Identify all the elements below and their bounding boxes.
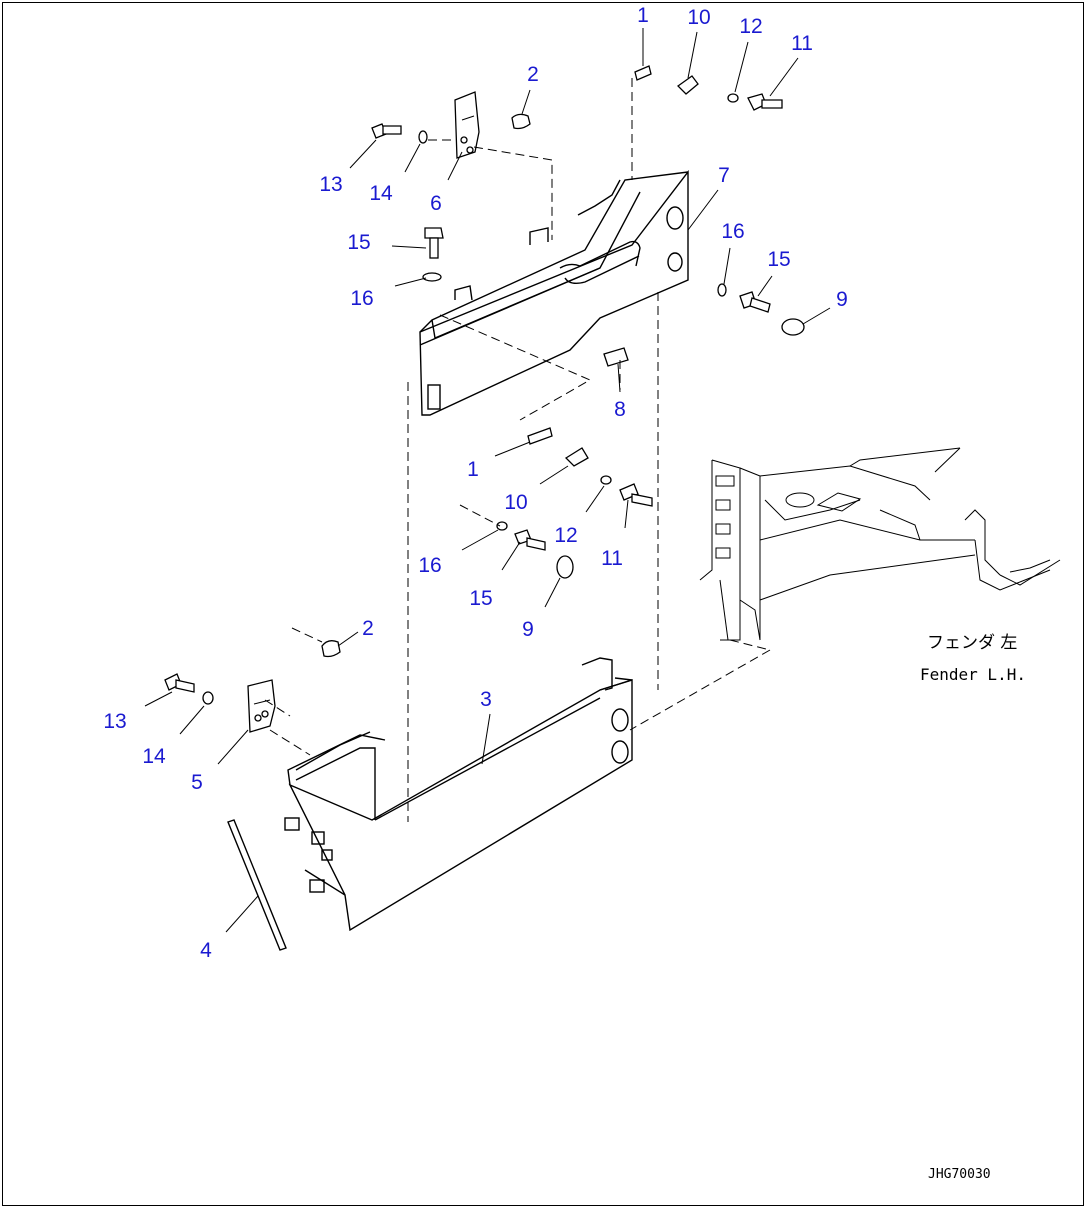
callout-11: 11 (601, 547, 623, 570)
callout-10: 10 (687, 6, 710, 29)
fender-lh-drawing (699, 447, 1061, 641)
callout-12: 12 (739, 15, 762, 38)
callout-2: 2 (527, 63, 539, 86)
callout-11: 11 (791, 32, 813, 55)
callout-12: 12 (554, 524, 577, 547)
callout-2: 2 (362, 617, 374, 640)
callout-15: 15 (469, 587, 492, 610)
callout-14: 14 (369, 182, 393, 205)
callout-5: 5 (191, 771, 203, 794)
callout-labels: 1 10 12 11 2 13 14 6 7 16 15 15 16 9 8 1 10 12 11 16 15 9 2 3 13… (103, 4, 848, 962)
callout-9: 9 (522, 618, 534, 641)
hinge-item-5 (247, 679, 276, 733)
fender-label-jp: フェンダ 左 (927, 633, 1017, 653)
callout-6: 6 (430, 192, 442, 215)
callout-16: 16 (721, 220, 744, 243)
callout-15: 15 (767, 248, 790, 271)
assembly-dashed-lines (264, 78, 771, 822)
callout-1: 1 (467, 458, 479, 481)
drawing-code: JHG70030 (928, 1167, 991, 1182)
lower-cover-panel (284, 657, 633, 932)
callout-14: 14 (142, 745, 166, 768)
seal-strip-item-4 (227, 819, 287, 951)
callout-13: 13 (103, 710, 126, 733)
callout-9: 9 (836, 288, 848, 311)
callout-16: 16 (418, 554, 441, 577)
callout-1: 1 (637, 4, 649, 27)
hinge-item-6 (454, 91, 480, 159)
callout-8: 8 (614, 398, 626, 421)
leader-lines (144, 28, 831, 933)
callout-4: 4 (200, 939, 212, 962)
fasteners (164, 65, 805, 705)
callout-10: 10 (504, 491, 527, 514)
callout-13: 13 (319, 173, 342, 196)
callout-15: 15 (347, 231, 370, 254)
callout-16: 16 (350, 287, 373, 310)
callout-3: 3 (480, 688, 492, 711)
callout-7: 7 (718, 164, 730, 187)
upper-cover-panel (419, 169, 689, 416)
fender-label-en: Fender L.H. (920, 665, 1026, 684)
